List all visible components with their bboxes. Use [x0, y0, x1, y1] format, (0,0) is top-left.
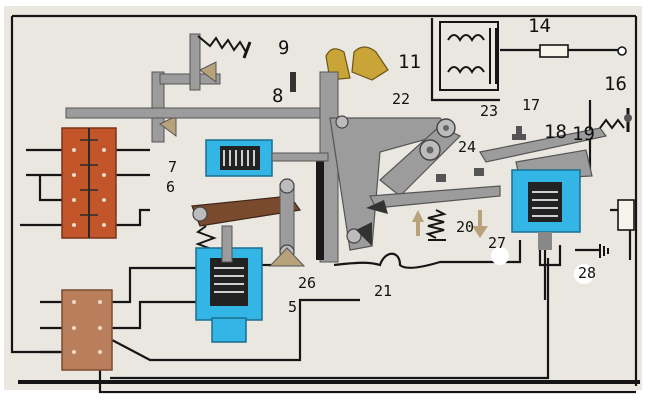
coil-19 — [511, 169, 581, 250]
top-terminal — [617, 46, 627, 56]
pivot-arm-6 — [191, 178, 306, 267]
label-26: 26 — [298, 274, 316, 292]
bottom-loop-wire — [110, 258, 550, 380]
label-8: 8 — [272, 85, 283, 107]
block-right-wire-3 — [116, 208, 150, 227]
main-frame — [316, 71, 454, 263]
arrow-up — [412, 210, 424, 236]
lower-to-right-wire — [111, 298, 360, 362]
spring-anchor — [242, 41, 252, 59]
label-27: 27 — [488, 234, 506, 252]
contact-28-marker — [574, 264, 594, 284]
bottom-stop — [356, 222, 372, 246]
pin-8 — [290, 72, 296, 92]
upper-terminal-block — [61, 127, 117, 239]
contact-27-marker — [491, 247, 509, 265]
spring-21-wire — [333, 240, 522, 269]
lower-cam — [159, 115, 177, 137]
side-resistor — [617, 199, 635, 231]
label-21: 21 — [374, 282, 392, 300]
label-19: 19 — [572, 123, 595, 145]
label-7: 7 — [168, 158, 177, 176]
label-20: 20 — [456, 218, 474, 236]
arm-24 — [366, 168, 501, 214]
transformer-14 — [439, 21, 499, 91]
main-push-rod — [65, 107, 337, 119]
label-11: 11 — [398, 51, 421, 73]
label-6: 6 — [166, 178, 175, 196]
label-14: 14 — [528, 15, 551, 37]
contact27-wire — [538, 245, 562, 267]
lever-23 — [379, 118, 462, 197]
top-linkage — [65, 33, 337, 143]
spring-16 — [599, 118, 625, 130]
transformer-left-wire — [430, 18, 500, 102]
spring-20 — [425, 209, 447, 241]
label-24: 24 — [458, 138, 476, 156]
upper-cam — [199, 61, 217, 83]
lower-to-coil-wire-2 — [112, 300, 200, 330]
top-spring — [197, 35, 247, 53]
arrow-down — [472, 210, 488, 238]
part-labels: 14 9 11 16 8 22 23 17 18 19 7 24 6 20 27… — [166, 15, 627, 316]
label-16: 16 — [604, 73, 627, 95]
top-resistor — [539, 44, 569, 58]
label-17: 17 — [522, 96, 540, 114]
label-9: 9 — [278, 37, 289, 59]
coil-7 — [205, 139, 329, 177]
label-18: 18 — [544, 121, 567, 143]
ground-symbol — [599, 244, 609, 258]
block-left-wire-3 — [38, 175, 66, 202]
label-5: 5 — [288, 298, 297, 316]
label-23: 23 — [480, 102, 498, 120]
lower-terminal-block — [61, 289, 113, 371]
label-28: 28 — [578, 264, 596, 282]
lower-to-coil-wire-1 — [112, 266, 200, 304]
coil-5 — [195, 225, 263, 343]
lever-22 — [329, 117, 454, 251]
label-22: 22 — [392, 90, 410, 108]
